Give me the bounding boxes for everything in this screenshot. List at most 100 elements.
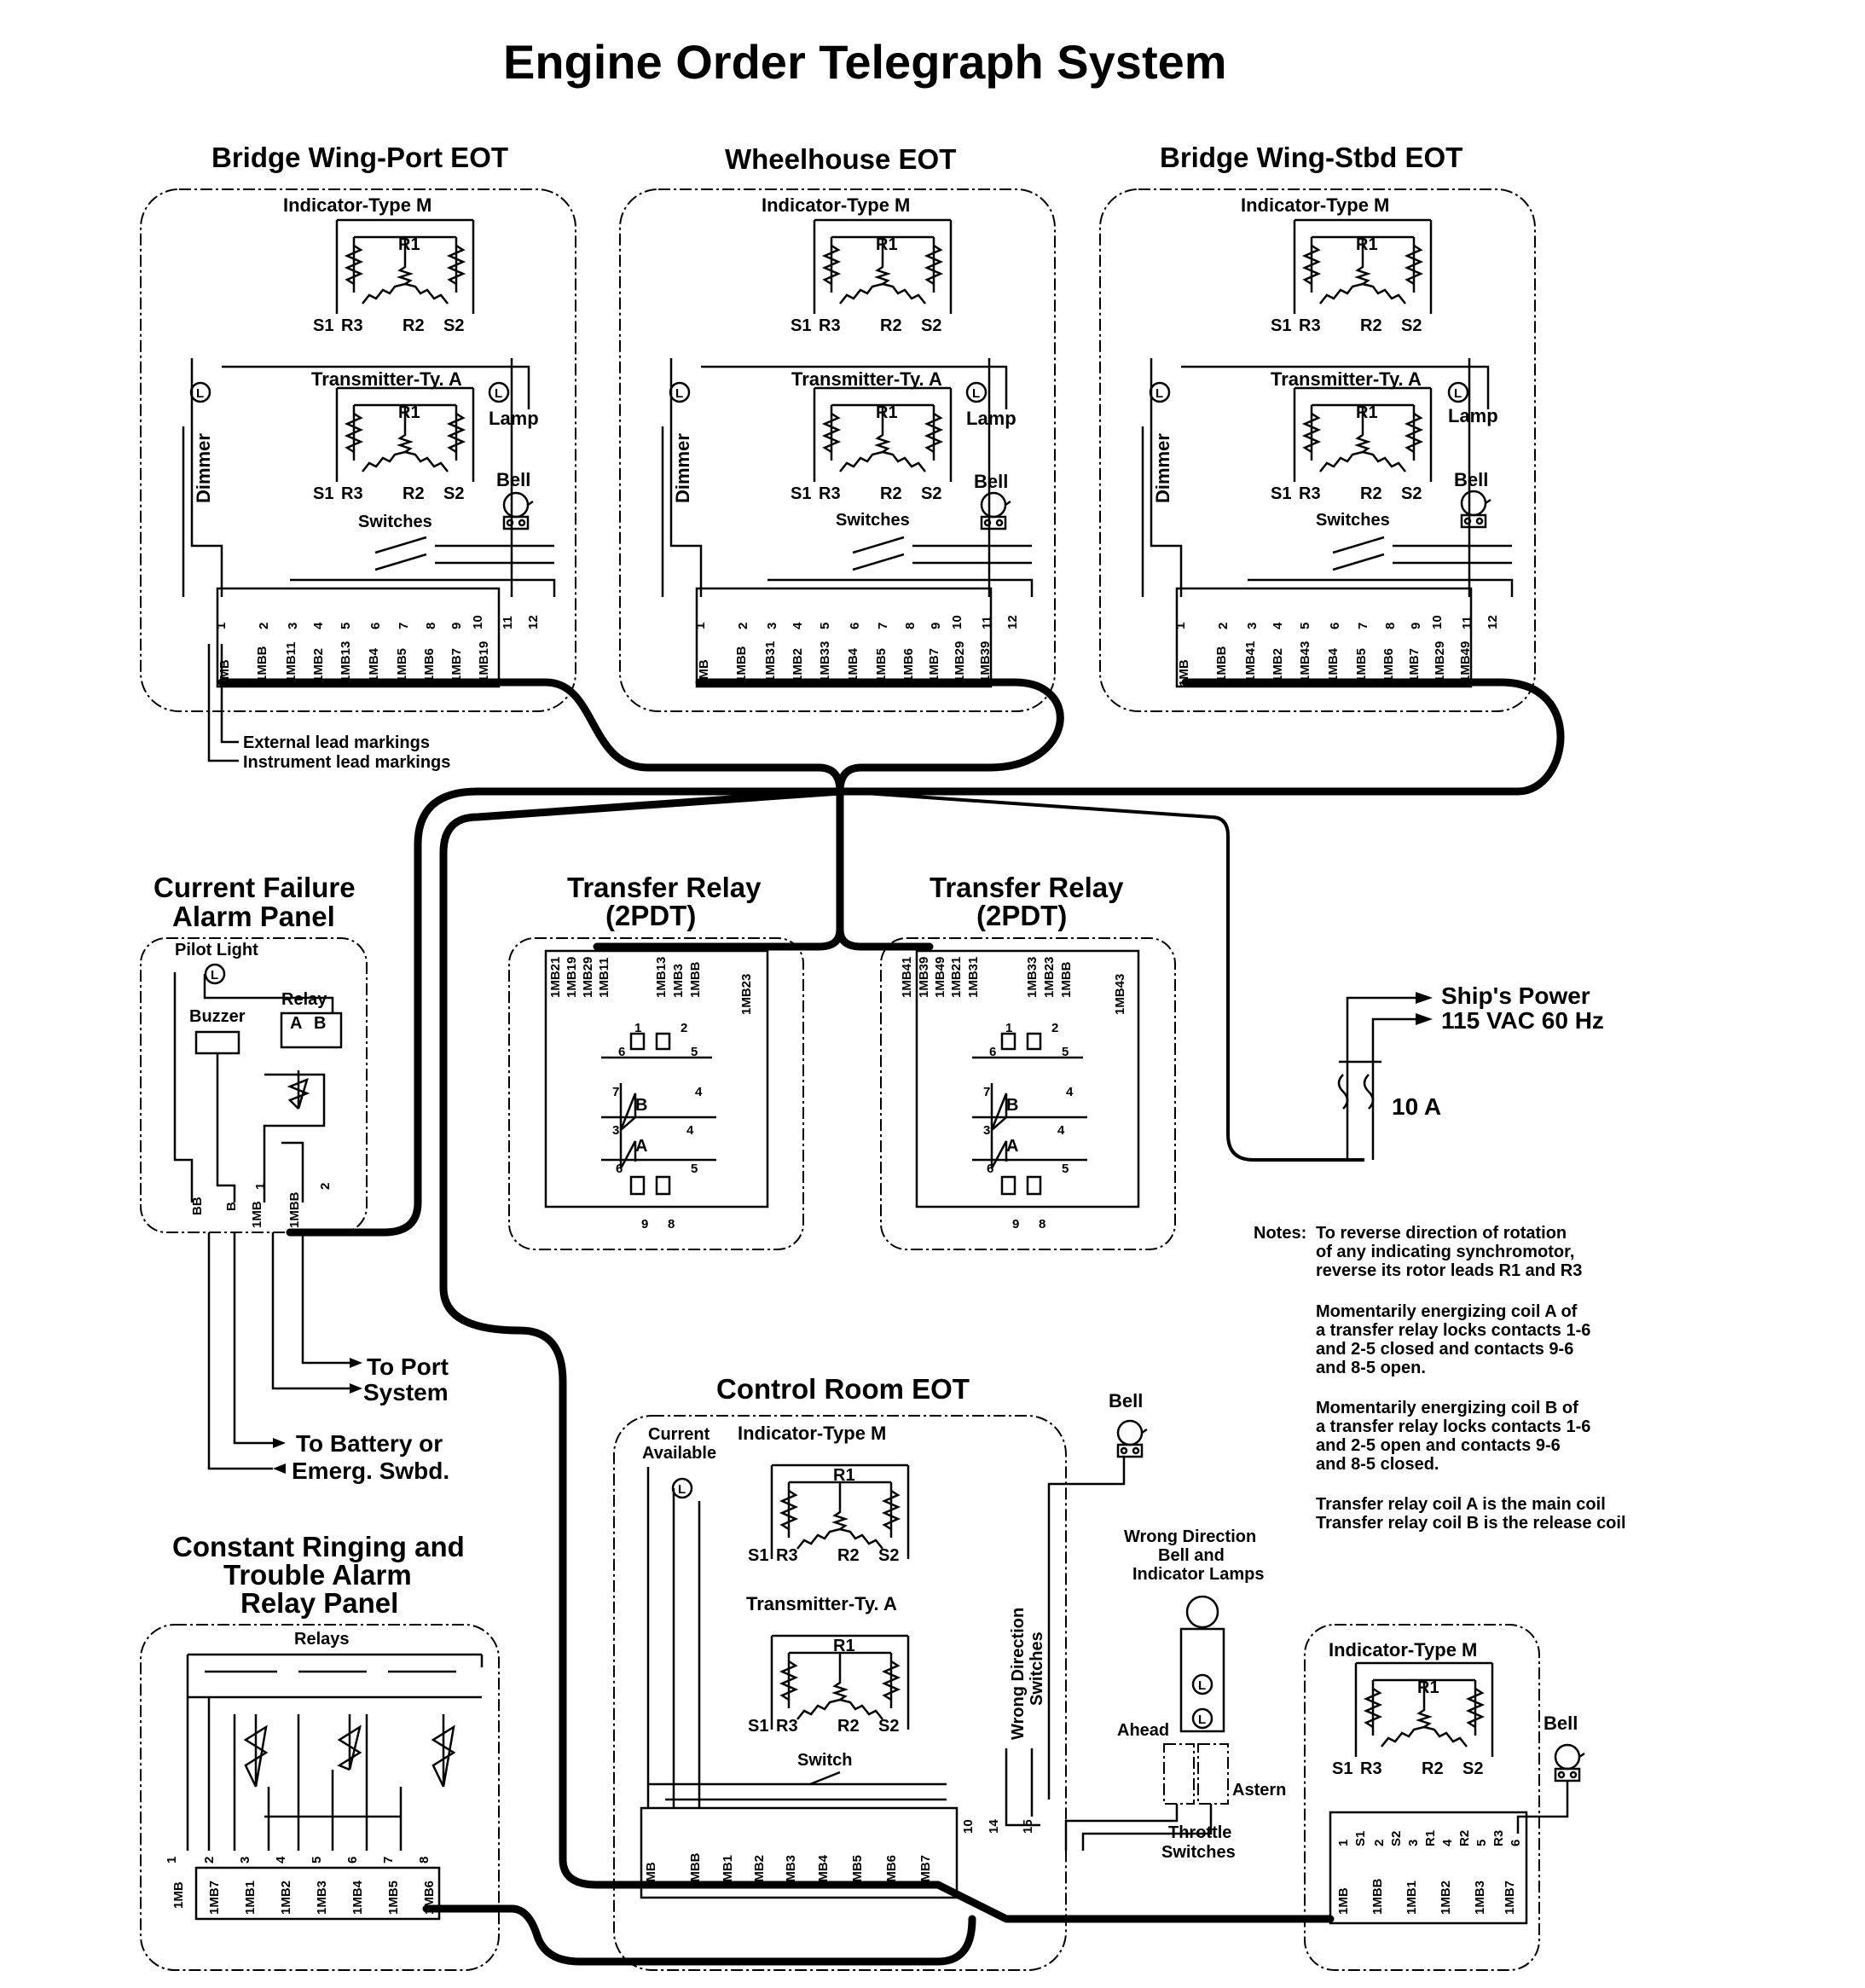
wrong-direction-switches-line2: Switches [1028, 1632, 1046, 1706]
wiring [1141, 358, 1514, 597]
control-room-eot: Control Room EOT Current Available Indic… [613, 1373, 1067, 1971]
indicator-label: Indicator-Type M [738, 1423, 886, 1444]
terminal-bottom-5: 1MB4 [1326, 647, 1341, 682]
terminal-4: 1MB31 [966, 957, 981, 998]
terminal-bottom-2: 1MB1 [243, 1881, 258, 1915]
terminal-strip [1175, 587, 1473, 688]
terminal-top-7: 7 [876, 623, 890, 629]
contact-1: 1 [634, 1021, 641, 1035]
relay-box [280, 1011, 343, 1049]
terminal-bottom-3: 1MB2 [791, 648, 805, 682]
coil-a: A [635, 1137, 647, 1156]
terminal-bottom-9: 1MB29 [953, 641, 967, 682]
relay-frame [915, 949, 1140, 1208]
buzzer [194, 1030, 240, 1055]
terminal-top-8: 8 [1383, 623, 1398, 629]
contact-4: 4 [695, 1085, 703, 1099]
terminal-5: 1MB33 [1025, 957, 1040, 998]
dimmer-label: Dimmer [1152, 433, 1173, 503]
contact-5: 5 [691, 1045, 698, 1059]
terminal-top-9: 9 [1409, 623, 1423, 629]
to-battery-line2: Emerg. Swbd. [292, 1458, 449, 1484]
panel-enclosure [140, 937, 368, 1233]
throttle-switch-astern [1197, 1743, 1229, 1805]
current-available-line2: Available [642, 1444, 716, 1463]
terminal-top-r3: R3 [1491, 1830, 1506, 1846]
terminal-bottom-1: 1MBB [734, 646, 749, 682]
terminal-top-10: 10 [471, 615, 485, 629]
terminal-bottom-7: 1MB6 [1381, 648, 1396, 682]
switches-label: Switches [1316, 511, 1390, 530]
synchro-r1: R1 [398, 235, 420, 254]
contact-7: 7 [612, 1085, 619, 1099]
terminal-bottom-8: 1MB7 [918, 1855, 933, 1889]
coil-a: A [1006, 1137, 1018, 1156]
switches-label: Switches [836, 511, 910, 530]
lamp-label: Lamp [966, 408, 1016, 429]
terminal-bottom-8: 1MB7 [449, 648, 464, 682]
switch-bank [852, 536, 1032, 571]
panel-title-line1: Constant Ringing and [172, 1531, 465, 1562]
terminal-top-7: 7 [397, 623, 411, 629]
buzzer-label: Buzzer [189, 1007, 246, 1026]
contact-8: 8 [1039, 1217, 1045, 1232]
synchro-r2: R2 [1360, 316, 1382, 335]
terminal-top-6: 6 [345, 1857, 360, 1863]
terminal-top-3: 3 [1245, 623, 1260, 629]
terminal-1mb: 1MB [250, 1201, 264, 1228]
terminal-bottom-1: 1MBB [1370, 1878, 1385, 1915]
contact-1: 1 [1005, 1021, 1012, 1035]
terminal-top-12: 12 [1005, 615, 1020, 629]
note-2-line4: and 8-5 open. [1316, 1359, 1426, 1377]
terminal-top-12: 12 [1486, 615, 1500, 629]
synchro-s1: S1 [313, 484, 333, 503]
terminal-bottom-1: 1MBB [1214, 646, 1229, 682]
panel-enclosure [140, 1624, 500, 1971]
transmitter-label: Transmitter-Ty. A [746, 1593, 897, 1614]
note-1-line3: reverse its rotor leads R1 and R3 [1316, 1261, 1582, 1280]
terminal-bottom-10: 1MB39 [978, 641, 993, 682]
note-3-line1: Momentarily energizing coil B of [1316, 1399, 1578, 1417]
terminal-top-2: 2 [736, 623, 750, 629]
synchro-s2: S2 [443, 484, 464, 503]
contact-9: 9 [641, 1217, 648, 1232]
coil-b: B [635, 1096, 647, 1115]
terminal-bottom-0: 1MB [1177, 659, 1191, 687]
remote-bell-label: Bell [1544, 1713, 1578, 1734]
ships-power-line2: 115 VAC 60 Hz [1441, 1007, 1604, 1034]
to-port-line1: To Port [367, 1353, 449, 1380]
terminal-6: 1MBB [688, 961, 703, 998]
current-available-line1: Current [648, 1425, 710, 1444]
lamp-label: Lamp [489, 408, 539, 429]
terminal-2: 1MB49 [933, 957, 947, 998]
terminal-top-5: 5 [1298, 623, 1312, 629]
switch-bank [1332, 536, 1512, 571]
external-feeds [207, 1232, 362, 1474]
terminal-bottom-9: 1MB29 [1433, 641, 1447, 682]
terminal-bottom-9: 1MB19 [477, 641, 491, 682]
contact-9: 9 [1012, 1217, 1019, 1232]
bell-label: Bell [1454, 469, 1488, 490]
trunk-cable-port [217, 678, 844, 796]
synchro-r3: R3 [1299, 316, 1321, 335]
relay-enclosure [880, 937, 1176, 1250]
eot-enclosure [619, 188, 1056, 712]
synchro-s2: S2 [878, 1717, 899, 1736]
contact-2: 2 [681, 1021, 687, 1035]
contact-6: 6 [989, 1045, 996, 1059]
contact-4: 4 [1066, 1085, 1074, 1099]
terminal-top-5: 5 [818, 623, 832, 629]
terminal-top-15: 15 [1021, 1819, 1035, 1834]
contact-4b: 4 [686, 1123, 694, 1138]
terminal-bottom-0: 1MB [1336, 1887, 1351, 1915]
terminal-bottom-5: 1MB4 [350, 1880, 365, 1915]
terminal-top-1: 1 [165, 1857, 179, 1863]
terminal-top-4: 4 [311, 622, 326, 629]
terminal-bottom-3: 1MB2 [1439, 1881, 1453, 1915]
synchro-r1: R1 [398, 403, 420, 422]
external-lead-label: External lead markings [243, 733, 430, 752]
relay-contact-a: A [290, 1014, 302, 1033]
terminal-top-1: 1 [1336, 1840, 1351, 1846]
relay-title-line1: Transfer Relay [930, 872, 1124, 903]
